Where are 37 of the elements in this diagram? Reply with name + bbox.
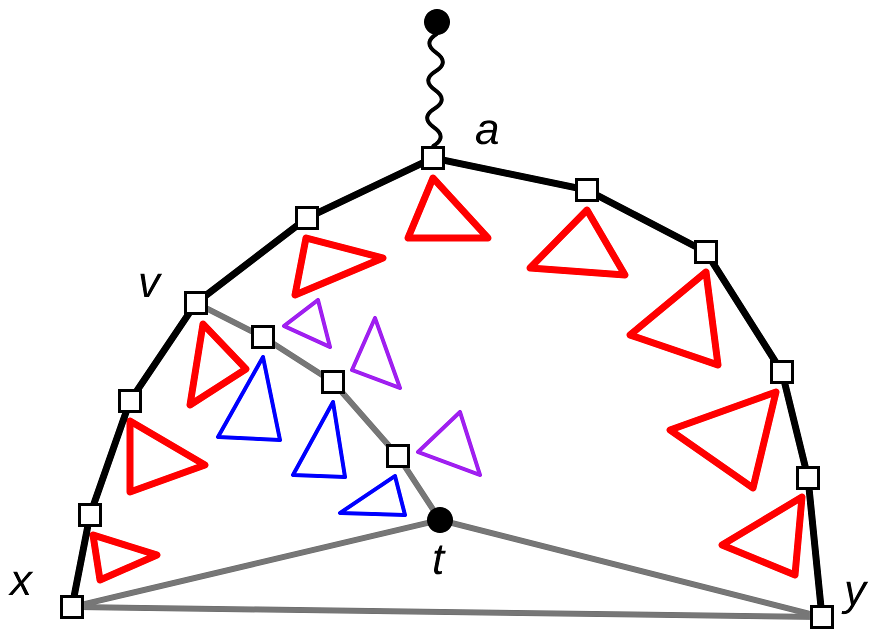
triangle	[282, 298, 332, 349]
vertex-square	[796, 466, 820, 490]
vertex-dot	[424, 9, 450, 35]
vertex-dot	[427, 507, 453, 533]
triangle	[404, 174, 492, 242]
vertex-square	[386, 444, 410, 468]
triangle	[626, 268, 722, 368]
triangle	[718, 494, 806, 578]
triangle	[526, 206, 628, 278]
vertex-square	[421, 146, 445, 170]
vertex-square	[251, 325, 275, 349]
vertex-square	[321, 370, 345, 394]
vertex-label: v	[138, 261, 160, 305]
triangle	[126, 418, 208, 496]
vertex-square	[295, 206, 319, 230]
wavy-line	[425, 32, 445, 148]
triangle	[666, 388, 780, 492]
vertex-square	[184, 291, 208, 315]
triangle	[338, 474, 407, 517]
vertex-label: t	[432, 538, 444, 582]
vertex-label: x	[10, 559, 32, 603]
triangle	[216, 355, 282, 442]
vertex-square	[118, 389, 142, 413]
triangle	[186, 320, 250, 408]
triangle	[90, 532, 160, 584]
vertex-square	[694, 240, 718, 264]
vertex-square	[810, 605, 834, 629]
vertex-square	[575, 178, 599, 202]
vertex-square	[78, 503, 102, 527]
triangle	[291, 400, 347, 479]
vertex-label: a	[475, 108, 500, 152]
triangle	[292, 234, 386, 298]
vertex-square	[60, 595, 84, 619]
triangle	[350, 316, 402, 390]
vertex-square	[770, 360, 794, 384]
triangle	[416, 410, 482, 477]
vertex-label: y	[844, 569, 866, 613]
